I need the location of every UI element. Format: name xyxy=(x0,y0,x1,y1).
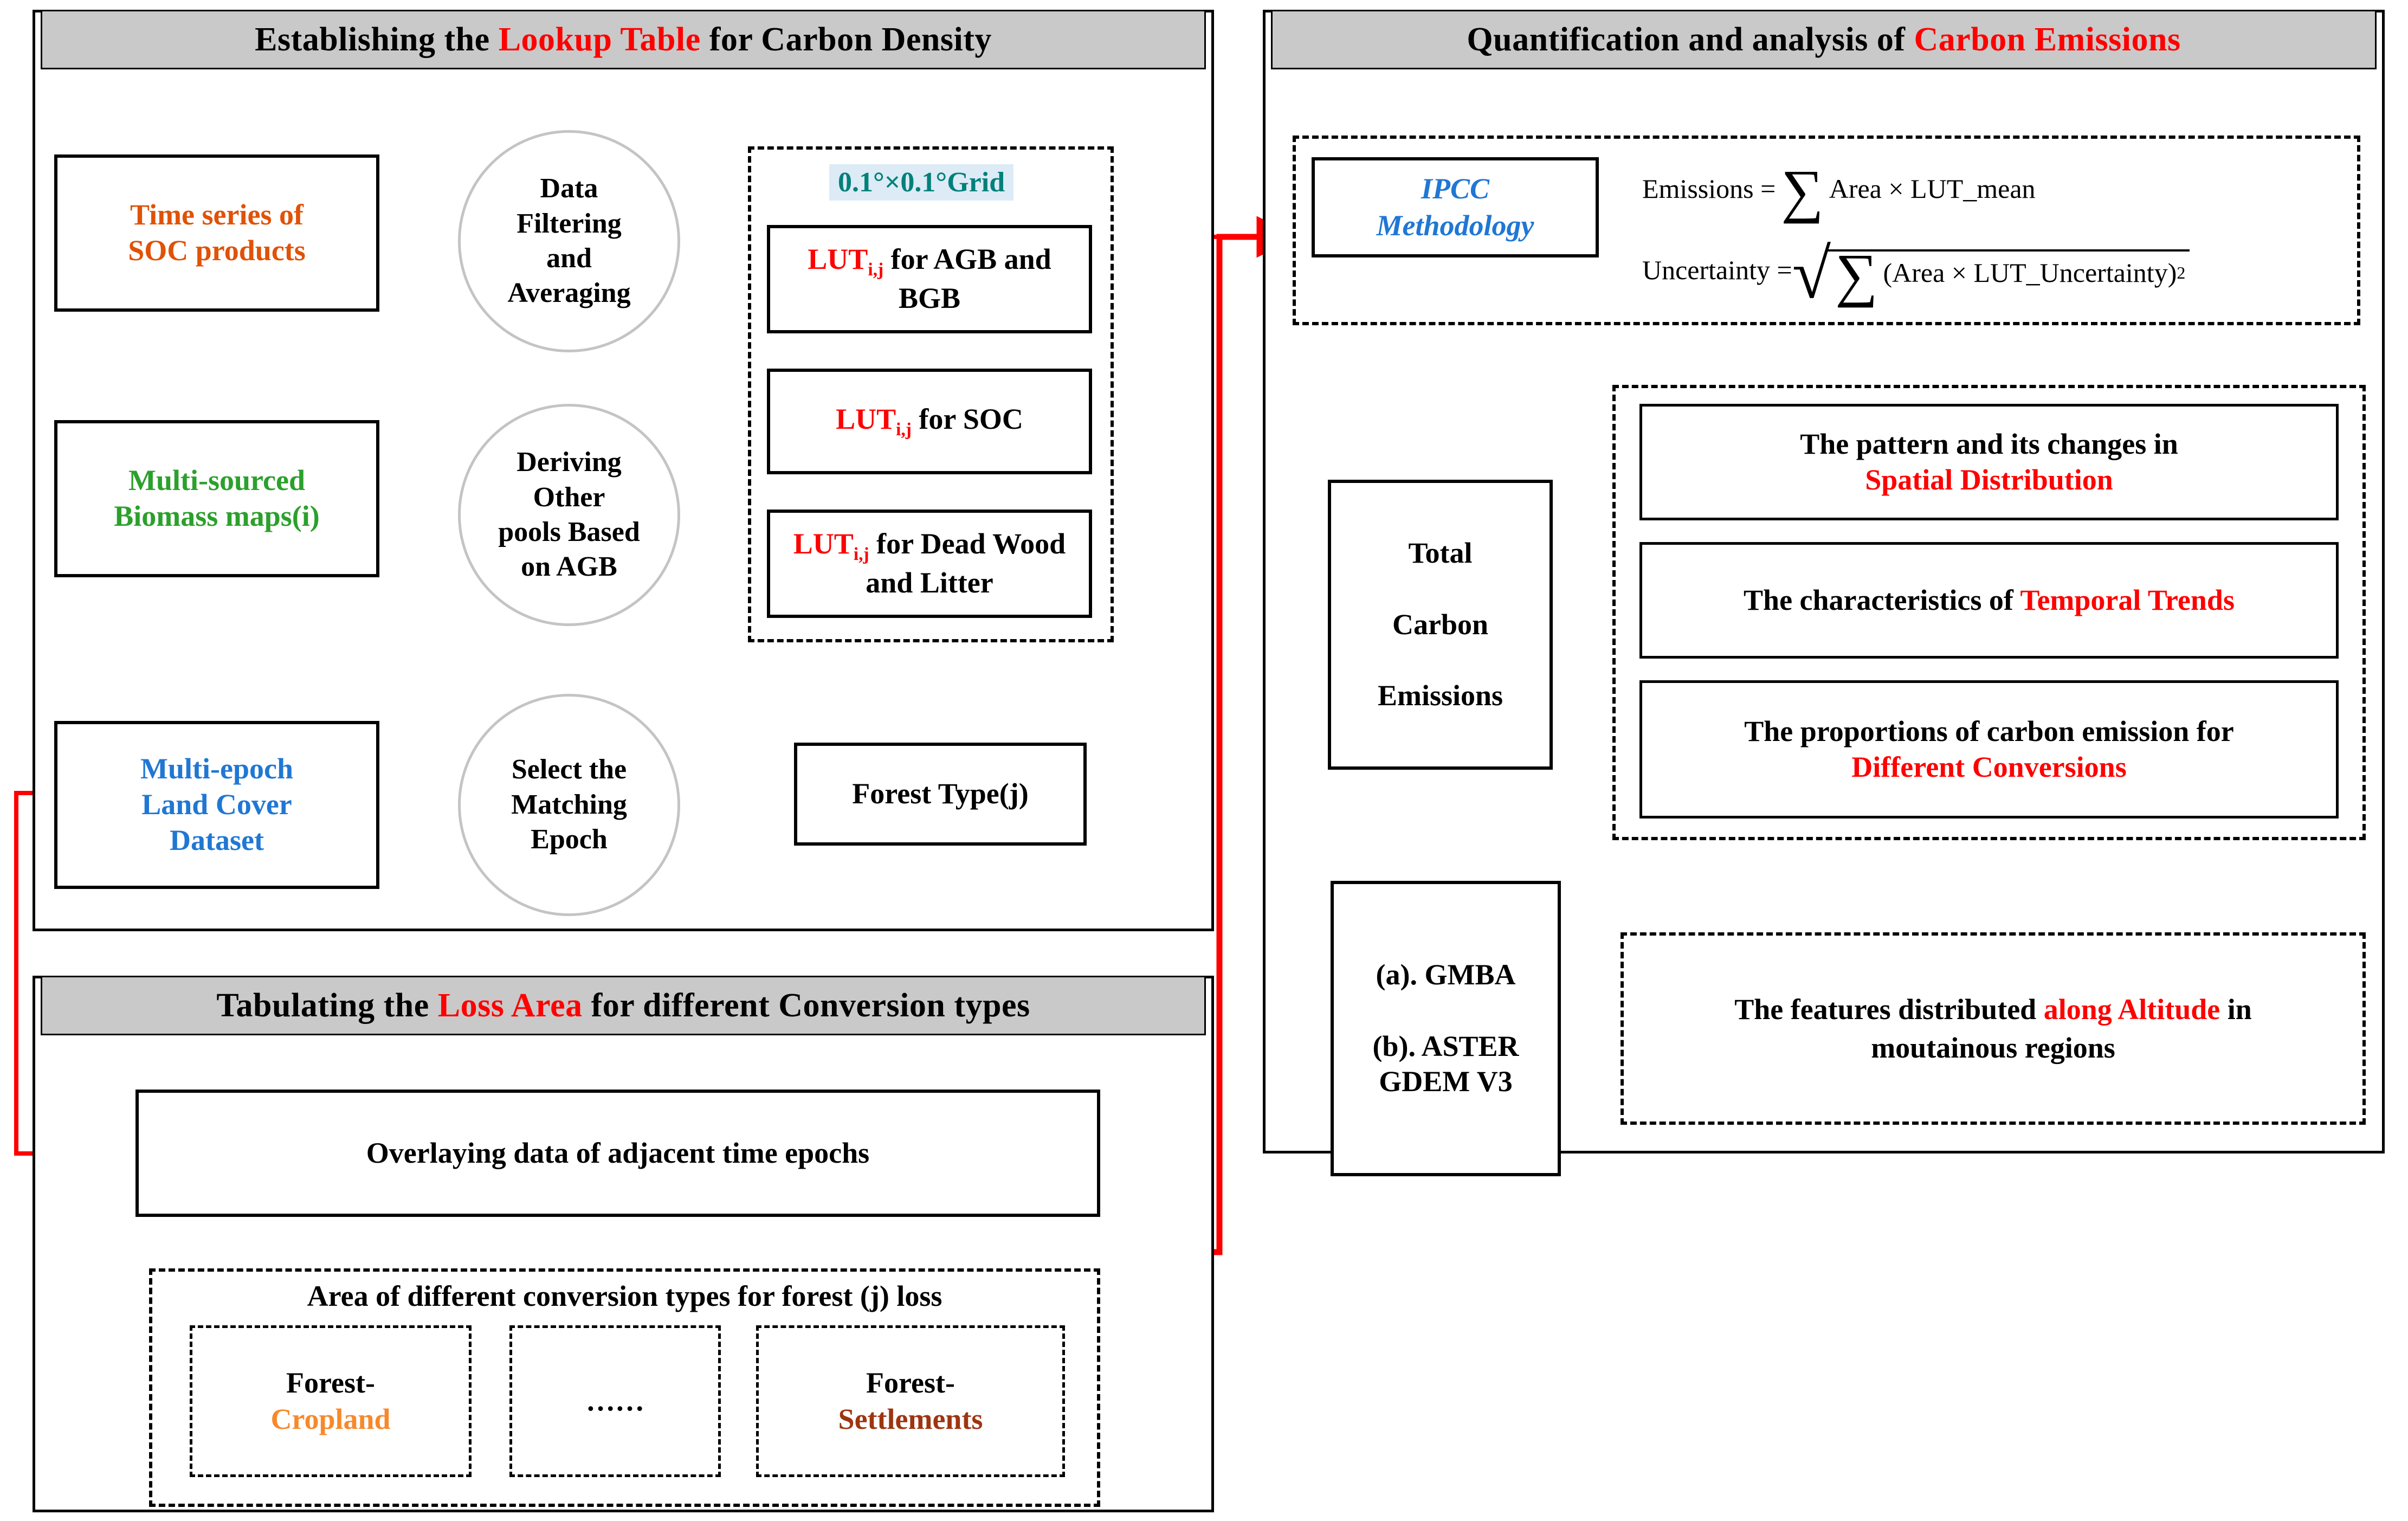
input-box-landcover[interactable]: Multi-epoch Land Cover Dataset xyxy=(54,721,379,889)
process-ellipse-data-filtering[interactable]: Data Filtering and Averaging xyxy=(458,130,680,352)
ipcc-methodology-box[interactable]: IPCC Methodology xyxy=(1312,157,1599,257)
lut-group-dashed-container xyxy=(748,146,1114,642)
panel-loss-area-title: Tabulating the Loss Area for different C… xyxy=(216,987,1030,1024)
input-box-biomass[interactable]: Multi-sourced Biomass maps(i) xyxy=(54,420,379,577)
analyses-dashed-container xyxy=(1612,385,2366,840)
sqrt-icon: √ ∑ (Area × LUT_Uncertainty)2 xyxy=(1792,239,2190,310)
dem-source-box[interactable]: (a). GMBA (b). ASTER GDEM V3 xyxy=(1331,881,1561,1176)
formula-emissions-rhs: Area × LUT_mean xyxy=(1829,173,2036,204)
formula-uncertainty-lhs: Uncertainty = xyxy=(1642,255,1792,285)
summation-icon: ∑ xyxy=(1781,158,1824,224)
analysis-box-different-conversions[interactable]: The proportions of carbon emission for D… xyxy=(1639,680,2339,818)
conversion-area-title: Area of different conversion types for f… xyxy=(307,1280,942,1312)
panel-quantification-title: Quantification and analysis of Carbon Em… xyxy=(1467,21,2181,58)
panel-quantification-header: Quantification and analysis of Carbon Em… xyxy=(1271,10,2377,69)
formula-emissions-lhs: Emissions = xyxy=(1642,173,1776,204)
panel-loss-area xyxy=(33,976,1214,1512)
formula-uncertainty: Uncertainty = √ ∑ (Area × LUT_Uncertaint… xyxy=(1642,239,2190,310)
panel-loss-area-header: Tabulating the Loss Area for different C… xyxy=(41,976,1206,1035)
forest-type-box[interactable]: Forest Type(j) xyxy=(794,743,1087,846)
formula-uncertainty-rhs: (Area × LUT_Uncertainty) xyxy=(1883,257,2177,288)
analysis-box-temporal-trends[interactable]: The characteristics of Temporal Trends xyxy=(1639,542,2339,659)
panel-lookup-table-title: Establishing the Lookup Table for Carbon… xyxy=(255,21,992,58)
conversion-box-ellipsis[interactable]: …… xyxy=(509,1325,721,1477)
total-carbon-emissions-box[interactable]: Total Carbon Emissions xyxy=(1328,480,1553,770)
grid-resolution-tag: 0.1°×0.1°Grid xyxy=(829,164,1014,201)
conversion-box-forest-cropland[interactable]: Forest- Cropland xyxy=(190,1325,472,1477)
process-ellipse-select-epoch[interactable]: Select the Matching Epoch xyxy=(458,694,680,916)
summation-icon-2: ∑ xyxy=(1835,242,1878,308)
altitude-dashed-box[interactable]: The features distributed along Altitude … xyxy=(1621,932,2366,1125)
formula-uncertainty-exponent: 2 xyxy=(2177,262,2186,282)
conversion-area-dashed-container xyxy=(149,1268,1100,1507)
lut-box-agb-bgb[interactable]: LUTi,j for AGB and BGB xyxy=(767,225,1092,333)
process-ellipse-deriving-pools[interactable]: Deriving Other pools Based on AGB xyxy=(458,404,680,626)
lut-box-deadwood-litter[interactable]: LUTi,j for Dead Wood and Litter xyxy=(767,510,1092,618)
lut-box-soc[interactable]: LUTi,j for SOC xyxy=(767,369,1092,474)
methodology-dashed-container xyxy=(1293,136,2360,325)
overlay-data-box[interactable]: Overlaying data of adjacent time epochs xyxy=(135,1090,1100,1217)
input-box-soc[interactable]: Time series of SOC products xyxy=(54,154,379,312)
conversion-box-forest-settlements[interactable]: Forest- Settlements xyxy=(756,1325,1065,1477)
panel-lookup-table-header: Establishing the Lookup Table for Carbon… xyxy=(41,10,1206,69)
analysis-box-spatial-distribution[interactable]: The pattern and its changes in Spatial D… xyxy=(1639,404,2339,520)
formula-emissions: Emissions = ∑ Area × LUT_mean xyxy=(1642,158,2036,224)
